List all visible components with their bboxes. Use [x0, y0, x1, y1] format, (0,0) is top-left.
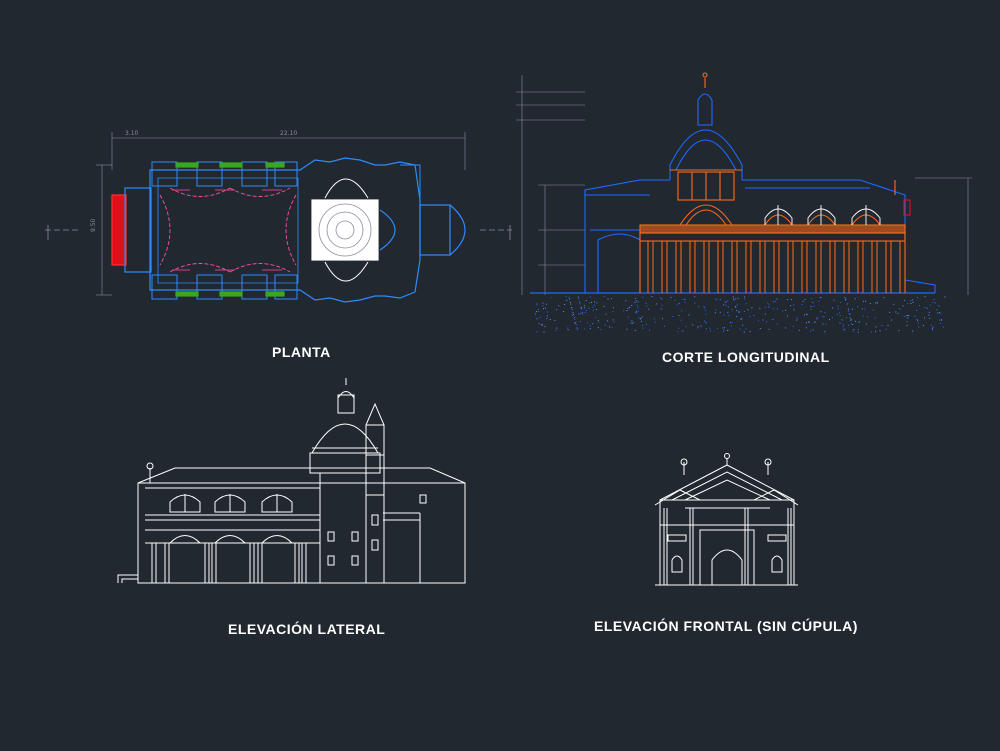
caption-plan: PLANTA — [272, 344, 331, 360]
front-elevation-drawing — [654, 453, 799, 586]
plan-drawing — [45, 132, 512, 303]
caption-front-elevation: ELEVACIÓN FRONTAL (SIN CÚPULA) — [594, 618, 858, 634]
ground-hatch — [535, 296, 946, 333]
caption-section: CORTE LONGITUDINAL — [662, 349, 830, 365]
caption-side-elevation: ELEVACIÓN LATERAL — [228, 621, 386, 637]
svg-text:3.10: 3.10 — [125, 130, 139, 137]
section-drawing — [516, 72, 972, 295]
svg-text:22.10: 22.10 — [280, 130, 297, 137]
svg-text:9.50: 9.50 — [90, 218, 97, 232]
side-elevation-drawing — [117, 378, 466, 584]
